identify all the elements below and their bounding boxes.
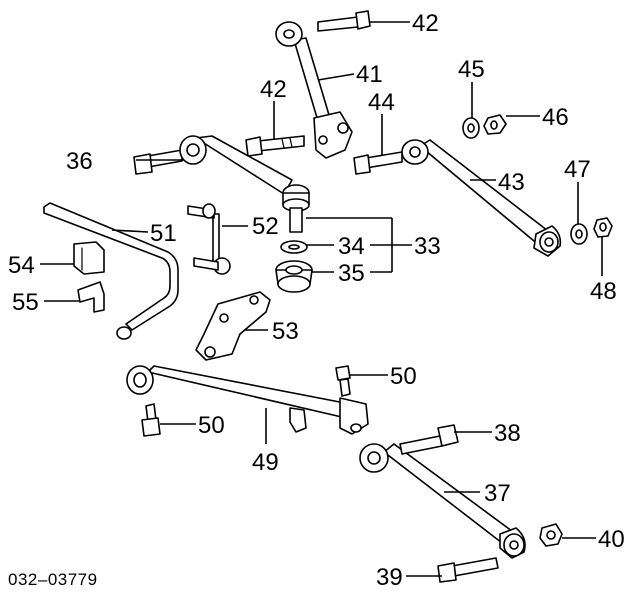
part-55-bracket: [77, 281, 105, 313]
callout-49: 49: [252, 449, 279, 476]
callout-34: 34: [338, 233, 365, 260]
callout-40: 40: [598, 526, 625, 553]
leader-lines: [40, 21, 603, 577]
callout-46: 46: [542, 104, 569, 131]
part-41-upper-arm: [275, 21, 353, 159]
callout-labels: 42 41 42 44 45 46 36 43 47 48 52 34 33 3…: [8, 10, 625, 591]
callout-39: 39: [376, 564, 403, 591]
callout-50-lower: 50: [198, 412, 225, 439]
part-50-bolt-lower: [141, 403, 161, 437]
callout-42-top: 42: [412, 10, 439, 37]
callout-33: 33: [414, 233, 441, 260]
left-upper-arm: [179, 135, 293, 195]
callout-48: 48: [590, 278, 617, 305]
part-50-bolt-upper: [335, 365, 351, 397]
callout-55: 55: [12, 289, 39, 316]
callout-47: 47: [564, 156, 591, 183]
callout-51: 51: [150, 220, 177, 247]
part-45-washer: [462, 117, 480, 139]
drawing-code: 032–03779: [8, 570, 98, 589]
part-35-bushing: [275, 260, 313, 293]
part-39-bolt: [437, 557, 499, 583]
part-54-bushing: [73, 241, 105, 275]
part-43-arm: [401, 139, 562, 257]
part-48-nut: [593, 217, 613, 238]
part-38-bolt: [399, 424, 459, 455]
callout-52: 52: [252, 213, 279, 240]
callout-37: 37: [484, 480, 511, 507]
part-53-bracket: [195, 291, 271, 361]
callout-53: 53: [272, 318, 299, 345]
callout-36: 36: [66, 148, 93, 175]
part-40-nut: [539, 523, 563, 547]
part-52-stabilizer-link: [187, 203, 231, 275]
callout-41: 41: [356, 61, 383, 88]
callout-43: 43: [498, 169, 525, 196]
callout-54: 54: [8, 252, 35, 279]
part-49-lower-arm: [126, 365, 369, 435]
part-52-bolt-vertical: [282, 184, 310, 233]
part-51-stabilizer-bar: [43, 202, 179, 340]
callout-42-middle: 42: [260, 76, 287, 103]
part-42-bolt-top: [317, 10, 371, 32]
part-37-lower-arm: [359, 443, 526, 559]
callout-35: 35: [338, 260, 365, 287]
callout-45: 45: [458, 56, 485, 83]
callout-50-upper: 50: [390, 363, 417, 390]
callout-44: 44: [368, 89, 395, 116]
part-47-washer: [570, 223, 588, 245]
part-34-washer: [280, 240, 308, 254]
part-42-bolt-middle: [245, 135, 305, 157]
part-36-bolt: [133, 149, 183, 175]
part-44-bolt: [353, 151, 403, 175]
part-46-nut: [483, 114, 507, 135]
callout-38: 38: [494, 420, 521, 447]
